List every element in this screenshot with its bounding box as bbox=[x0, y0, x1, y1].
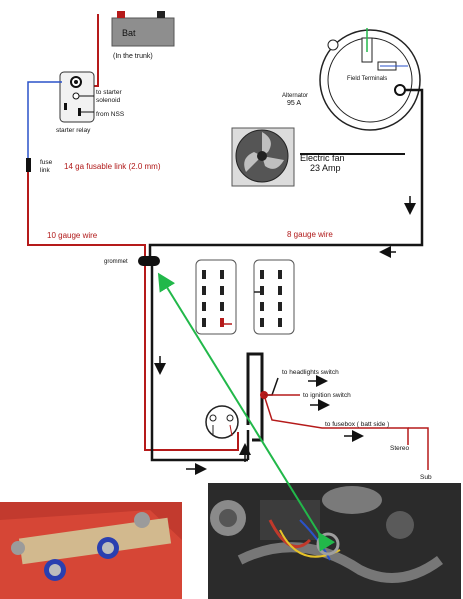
alternator-icon bbox=[319, 28, 421, 131]
sub-label: Sub bbox=[420, 474, 432, 481]
fan-label-1: Electric fan bbox=[300, 153, 345, 163]
fan-label-2: 23 Amp bbox=[310, 163, 341, 173]
fuse-link-icon bbox=[26, 158, 31, 172]
blue-wire bbox=[27, 81, 62, 160]
fusable-link-label: 14 ga fusable link (2.0 mm) bbox=[64, 162, 161, 171]
to-starter-label-2: solenoid bbox=[96, 97, 121, 104]
main-harness-wire bbox=[246, 352, 264, 442]
battery-location-label: (In the trunk) bbox=[113, 53, 153, 60]
field-terminals-label: Field Terminals bbox=[347, 76, 387, 82]
sub-wire bbox=[408, 427, 429, 470]
starter-relay-icon bbox=[59, 71, 95, 123]
eight-gauge-label: 8 gauge wire bbox=[287, 230, 333, 239]
grommet-icon bbox=[138, 256, 160, 266]
ten-gauge-label: 10 gauge wire bbox=[47, 231, 98, 240]
stereo-label: Stereo bbox=[390, 445, 410, 452]
battery-icon bbox=[111, 11, 175, 47]
connector-block-right-icon bbox=[253, 259, 295, 335]
engine-bay-photo bbox=[208, 483, 461, 599]
alternator-amps-label: 95 A bbox=[287, 100, 301, 107]
to-starter-label-1: to starter bbox=[96, 89, 122, 96]
ammeter-icon bbox=[205, 405, 239, 439]
to-fusebox-label: to fusebox ( batt side ) bbox=[325, 421, 389, 428]
to-ignition-label: to ignition switch bbox=[303, 392, 351, 399]
starter-relay-label: starter relay bbox=[56, 127, 91, 134]
electric-fan-icon bbox=[231, 127, 295, 187]
to-headlights-label: to headlights switch bbox=[282, 369, 339, 376]
eight-gauge-wire bbox=[148, 88, 424, 262]
fuse-label-2: link bbox=[40, 167, 51, 174]
connector-block-left-icon bbox=[195, 259, 237, 335]
grommet-label: grommet bbox=[104, 259, 128, 265]
alternator-label: Alternator bbox=[282, 93, 308, 99]
grommet-pointer-line bbox=[157, 272, 336, 552]
battery-label: Bat bbox=[122, 28, 136, 38]
fusebox-wire bbox=[263, 394, 409, 445]
terminal-block-photo bbox=[0, 502, 182, 599]
from-nss-label: from NSS bbox=[96, 111, 125, 118]
fuse-label-1: fuse bbox=[40, 159, 53, 166]
